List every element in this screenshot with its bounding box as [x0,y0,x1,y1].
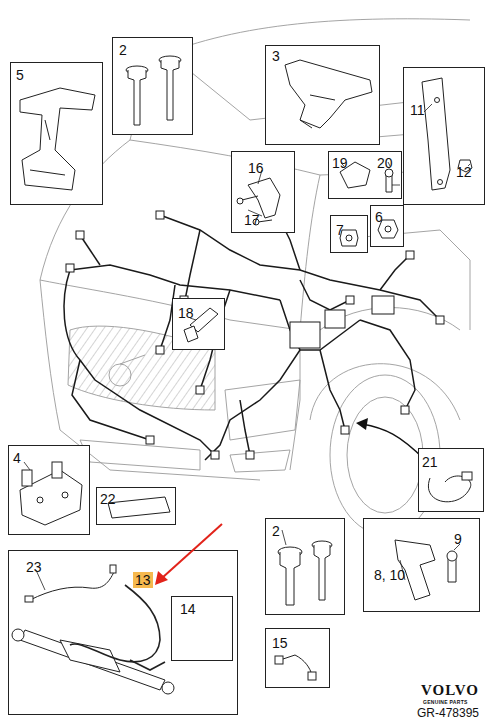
part-inset-box: 23 13 14 [8,550,238,715]
callout-number: 20 [377,155,393,171]
part-inset-box: 18 [172,298,225,350]
part-inset-box: 9 8, 10 [363,518,480,612]
part-inset-box: 11 12 [403,67,485,205]
callout-number: 16 [248,160,264,176]
callout-number: 7 [336,222,344,238]
part-inset-box: 6 [370,205,404,247]
part-inset-box: 2 [112,37,193,135]
callout-number: 15 [272,635,288,651]
part-inset-box: 1920 [328,151,402,199]
callout-number: 4 [13,450,21,466]
callout-number: 2 [272,523,280,539]
part-inset-box: 5 [10,62,103,205]
callout-number: 11 [410,102,425,118]
callout-number: 9 [454,531,462,547]
callout-number: 6 [375,209,383,225]
callout-number: 8, 10 [374,567,405,583]
callout-number: 23 [26,559,42,575]
callout-number: 21 [422,454,438,470]
callout-number: 19 [332,155,348,171]
callout-number: 2 [119,42,127,58]
part-inset-box: 2 [265,518,345,615]
part-inset-box: 7 [330,215,368,253]
part-inset-box: 4 [8,445,90,535]
part-inset-box: 22 [96,487,176,525]
callout-number: 5 [16,67,24,83]
part-inset-box: 21 [418,448,484,512]
part-inset-box: 1617 [231,151,295,233]
part-inset-box: 14 [171,596,233,661]
callout-number: 17 [244,212,260,228]
callout-number: 12 [456,164,472,180]
part-inset-box: 15 [265,628,330,688]
callout-number: 13 [133,572,153,588]
callout-number: 14 [180,601,196,617]
callout-number: 3 [272,48,280,64]
callout-number: 22 [100,491,116,507]
part-inset-box: 3 [265,45,380,145]
brand-logo: VOLVO [421,682,479,699]
brand-tagline: GENUINE PARTS [423,699,468,705]
callout-number: 18 [178,305,194,321]
drawing-number: GR-478395 [417,706,479,720]
